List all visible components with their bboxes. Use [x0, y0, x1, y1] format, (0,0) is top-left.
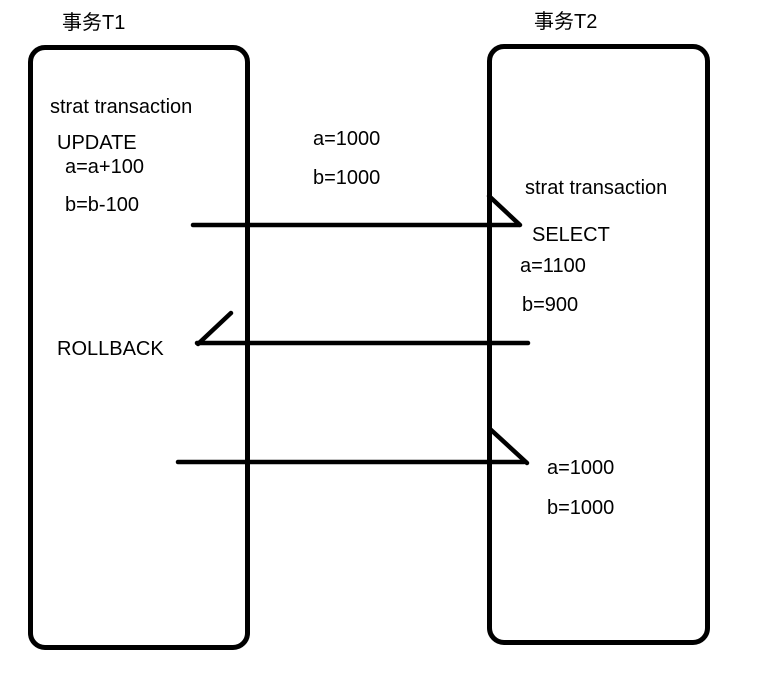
t2-second-read-a-label: a=1000	[547, 457, 615, 479]
t2-first-read-a-label: a=1100	[520, 255, 586, 277]
t1-start-transaction-label: strat transaction	[50, 96, 193, 118]
t1-b-expression-label: b=b-100	[65, 194, 139, 216]
initial-value-b-label: b=1000	[313, 167, 381, 189]
t2-second-read-b-label: b=1000	[547, 497, 615, 519]
t1-a-expression-label: a=a+100	[65, 156, 144, 178]
t1-title: 事务T1	[62, 12, 126, 34]
t1-update-label: UPDATE	[57, 132, 137, 154]
initial-value-a-label: a=1000	[313, 128, 381, 150]
t2-start-transaction-label: strat transaction	[525, 177, 668, 199]
t2-select-label: SELECT	[532, 224, 610, 246]
t1-lifeline-box	[28, 45, 250, 650]
t2-title: 事务T2	[534, 11, 598, 33]
t2-lifeline-box	[487, 44, 710, 645]
t2-first-read-b-label: b=900	[522, 294, 579, 316]
t1-rollback-label: ROLLBACK	[57, 338, 164, 360]
